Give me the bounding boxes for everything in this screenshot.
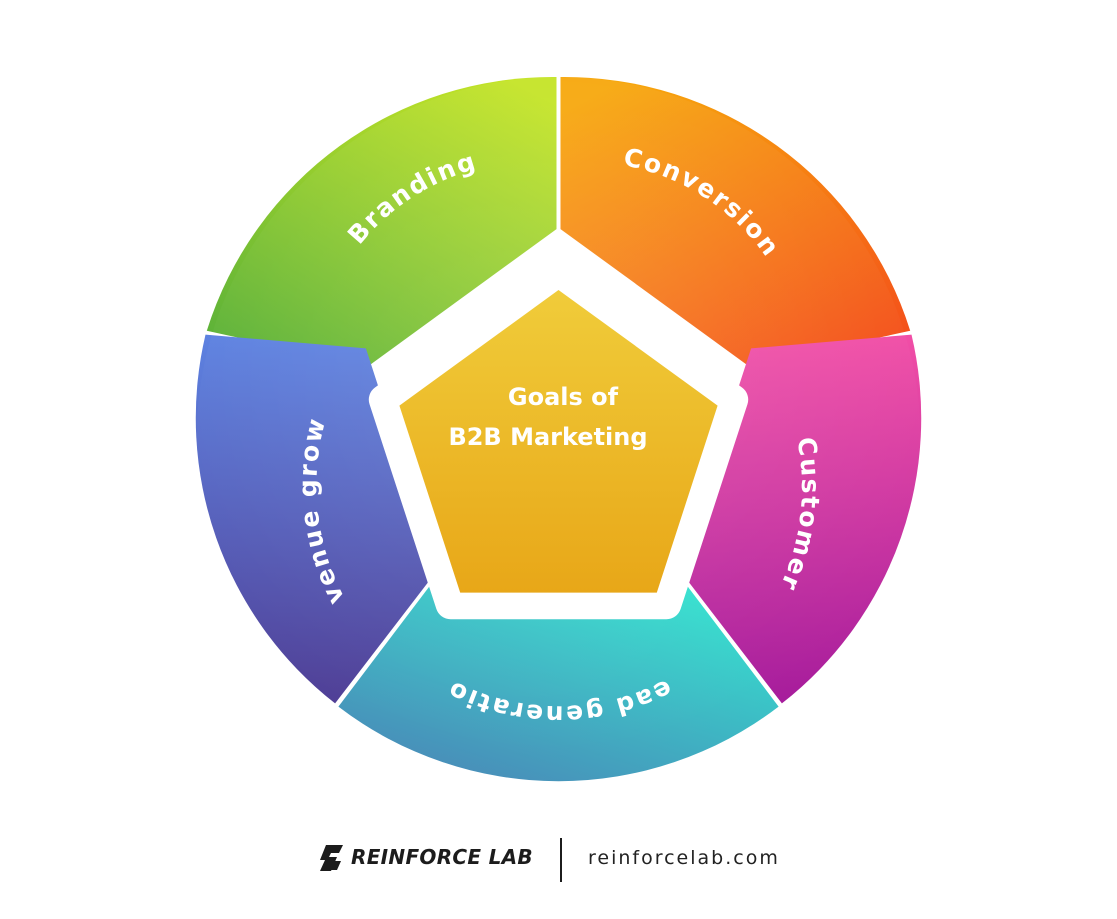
center-title-line2: B2B Marketing <box>448 423 647 451</box>
footer-divider <box>560 838 562 882</box>
reinforce-lab-logo-icon <box>320 845 343 871</box>
website-url[interactable]: reinforcelab.com <box>588 847 780 869</box>
footer: REINFORCE LAB reinforcelab.com <box>0 838 1117 882</box>
center-title-line1: Goals of <box>508 383 619 411</box>
brand-name: REINFORCE LAB <box>351 845 533 869</box>
center-pentagon <box>399 290 718 593</box>
